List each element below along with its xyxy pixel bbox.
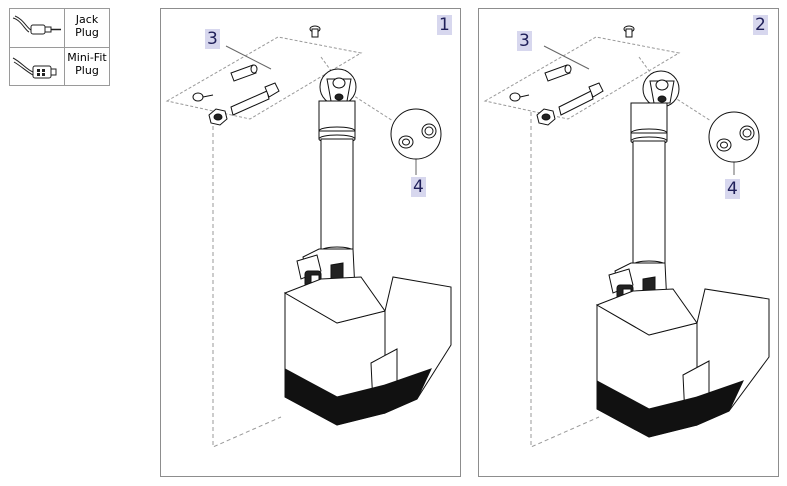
legend-label-minifit: Mini-Fit Plug xyxy=(67,51,107,77)
bolt xyxy=(230,82,280,116)
callout-bushings-2: 4 xyxy=(725,179,740,199)
mini-fit-plug-icon xyxy=(12,57,57,79)
spacer xyxy=(230,64,258,82)
pin xyxy=(309,25,321,38)
callout-bushings-1: 4 xyxy=(411,177,426,197)
actuator-tube xyxy=(318,100,356,256)
bolt xyxy=(558,82,604,116)
motor-housing xyxy=(283,276,452,426)
clevis xyxy=(319,68,357,106)
callout-hardware-2: 3 xyxy=(517,31,532,51)
actuator-drawing xyxy=(165,25,452,448)
actuator-drawing xyxy=(483,25,770,448)
actuator-panel-1: 1 3 4 xyxy=(160,8,461,477)
screw xyxy=(192,92,214,102)
legend-row-jack: Jack Plug xyxy=(10,9,109,48)
legend-label-jack: Jack Plug xyxy=(75,13,99,39)
actuator-tube xyxy=(630,102,668,270)
legend-row-minifit: Mini-Fit Plug xyxy=(10,47,109,85)
callout-hardware-1: 3 xyxy=(205,29,220,49)
motor-housing xyxy=(595,288,770,438)
pin xyxy=(623,25,635,38)
plug-legend: Jack Plug Mini-Fit Plug xyxy=(9,8,110,86)
screw xyxy=(509,92,530,102)
panel-number-1: 1 xyxy=(437,15,452,35)
nut xyxy=(536,108,556,126)
bushing-detail xyxy=(708,111,760,163)
nut xyxy=(208,108,228,126)
actuator-panel-2: 2 3 4 xyxy=(478,8,779,477)
jack-plug-icon xyxy=(12,15,61,35)
bushing-detail xyxy=(390,108,442,160)
spacer xyxy=(544,64,572,82)
clevis xyxy=(642,70,680,108)
legend-divider xyxy=(64,9,65,85)
panel-number-2: 2 xyxy=(753,15,768,35)
